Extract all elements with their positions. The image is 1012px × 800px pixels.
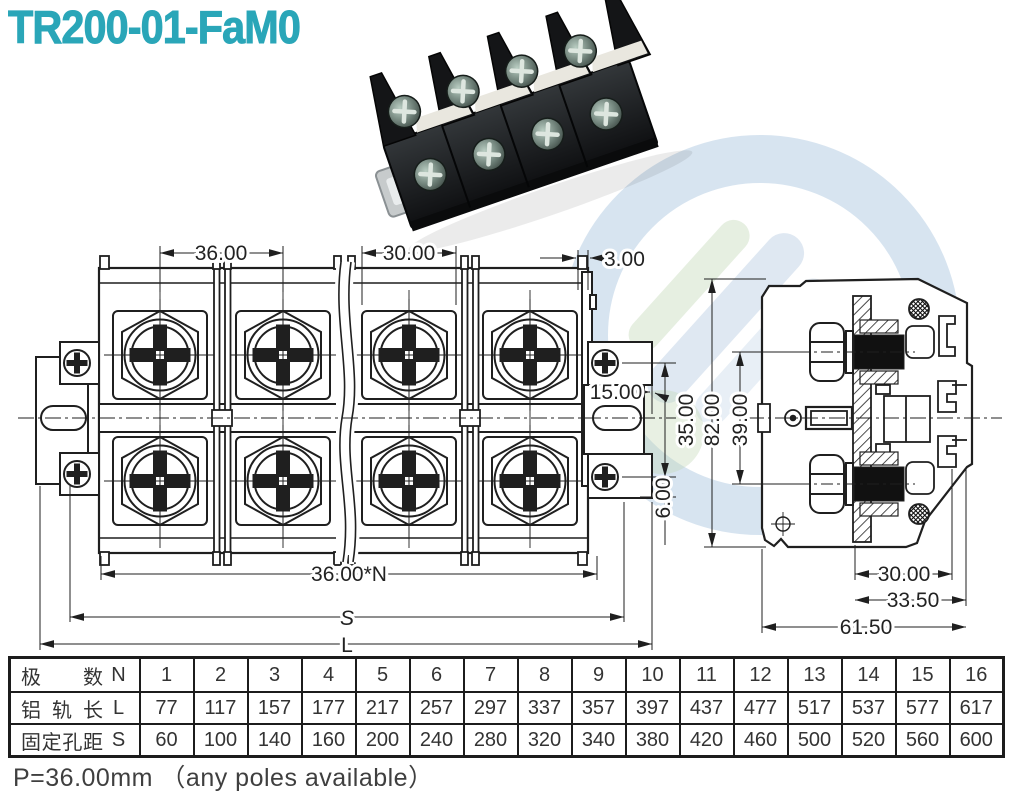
cell-s: 280 [462,723,519,758]
dim-section-width: 30.00 [383,242,436,265]
cell-s: 100 [192,723,249,758]
cell-n: 13 [786,656,843,693]
row-header-l: 铝轨长 L [8,691,141,725]
cell-n: 6 [408,656,465,693]
cell-l: 577 [894,691,951,725]
cell-n: 8 [516,656,573,693]
cell-l: 397 [624,691,681,725]
cell-s: 600 [948,723,1005,758]
cell-s: 520 [840,723,897,758]
dimension-labels: 36.00 30.00 3.00 15.00 35.00 6.00 82.00 … [192,239,943,660]
cell-n: 5 [354,656,411,693]
cell-l: 297 [462,691,519,725]
dim-depth-inner: 30.00 [878,563,931,586]
product-photo [369,0,693,252]
cell-n: 9 [570,656,627,693]
cell-l: 117 [192,691,249,725]
row-header-l-key: L [112,696,125,719]
cell-l: 177 [300,691,357,725]
cell-n: 15 [894,656,951,693]
corner-hole [771,512,795,536]
cell-l: 537 [840,691,897,725]
cell-n: 1 [138,656,195,693]
cell-s: 500 [786,723,843,758]
knurled-insert [908,503,930,525]
row-header-n-key: N [111,663,126,686]
cell-n: 7 [462,656,519,693]
pole-spec-table: 极数 N 1 2 3 4 5 6 7 8 9 10 11 12 13 14 15… [8,656,1005,758]
cell-s: 380 [624,723,681,758]
dim-pitch: 36.00 [195,242,248,265]
cell-l: 337 [516,691,573,725]
table-row-rail-length: 铝轨长 L 77 117 157 177 217 257 297 337 357… [8,691,1005,725]
barrier-strips [416,40,648,133]
cell-n: 10 [624,656,681,693]
dim-bolt-span: 39.00 [729,394,752,447]
cell-l: 157 [246,691,303,725]
dim-bracket-width: 15.00 [590,381,643,404]
cell-l: 517 [786,691,843,725]
dim-rail-length: L [341,634,353,657]
pitch-note: P=36.00mm （any poles available） [13,764,434,792]
page-title: TR200-01-FaM0 [8,1,302,54]
cell-s: 560 [894,723,951,758]
cell-n: 16 [948,656,1005,693]
rail-hooks [937,315,967,468]
dim-screw-span: 35.00 [675,394,698,447]
row-header-s-label: 固定孔距 [21,731,103,754]
row-header-s: 固定孔距 S [8,723,141,758]
cell-n: 11 [678,656,735,693]
left-end-bracket [35,341,100,496]
cell-s: 160 [300,723,357,758]
row-header-l-label: 铝轨长 [21,699,103,722]
cell-s: 140 [246,723,303,758]
dim-hole-distance: S [340,607,354,630]
cell-s: 60 [138,723,195,758]
front-view [18,255,676,566]
cell-n: 14 [840,656,897,693]
break-lines [334,261,360,563]
row-header-n-label: 极数 [21,666,103,689]
cell-l: 357 [570,691,627,725]
cell-s: 340 [570,723,627,758]
cell-l: 257 [408,691,465,725]
cell-l: 217 [354,691,411,725]
dim-depth-mid: 33.50 [887,589,940,612]
table-row-hole-distance: 固定孔距 S 60 100 140 160 200 240 280 320 34… [8,723,1005,758]
cell-l: 437 [678,691,735,725]
row-header-s-key: S [111,728,126,751]
side-view [748,277,1002,549]
cell-l: 617 [948,691,1005,725]
dimensions [39,246,967,650]
cell-s: 460 [732,723,789,758]
cell-s: 420 [678,723,735,758]
cell-n: 4 [300,656,357,693]
dim-block-width: 36.00*N [311,563,387,586]
cell-s: 320 [516,723,573,758]
dim-end-gap: 3.00 [604,248,645,271]
cell-n: 2 [192,656,249,693]
cell-s: 240 [408,723,465,758]
cell-n: 3 [246,656,303,693]
dim-foot-offset: 6.00 [652,478,675,519]
cell-s: 200 [354,723,411,758]
dim-depth-total: 61.50 [840,616,893,639]
table-row-poles: 极数 N 1 2 3 4 5 6 7 8 9 10 11 12 13 14 15… [8,656,1005,693]
cell-l: 477 [732,691,789,725]
row-header-n: 极数 N [8,656,141,693]
dim-height: 82.00 [701,394,724,447]
knurled-insert [908,298,930,320]
cell-l: 77 [138,691,195,725]
cell-n: 12 [732,656,789,693]
